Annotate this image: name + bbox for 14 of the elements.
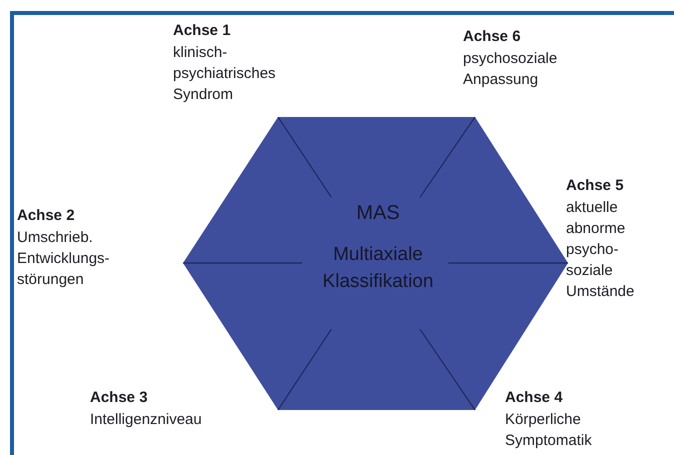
center-title: Multiaxiale Klassifikation [322,243,434,294]
axis-description: Intelligenzniveau [90,410,203,430]
abbreviation-text: MAS [355,201,401,226]
axis-heading: Achse 2 [17,206,76,226]
axis-heading: Achse 6 [463,27,522,47]
axis-heading: Achse 1 [173,21,232,41]
axis-description: psychosoziale Anpassung [463,49,558,90]
axis-description: Körperliche Symptomatik [505,410,593,451]
axis-description: klinisch- psychiatrisches Syndrom [173,43,277,105]
axis-heading: Achse 3 [90,388,149,408]
axis-heading: Achse 5 [566,176,625,196]
axis-heading: Achse 4 [505,388,564,408]
axis-description: aktuelle abnorme psycho- soziale Umstände [566,198,636,302]
axis-description: Umschrieb. Entwicklungs- störungen [17,228,111,290]
